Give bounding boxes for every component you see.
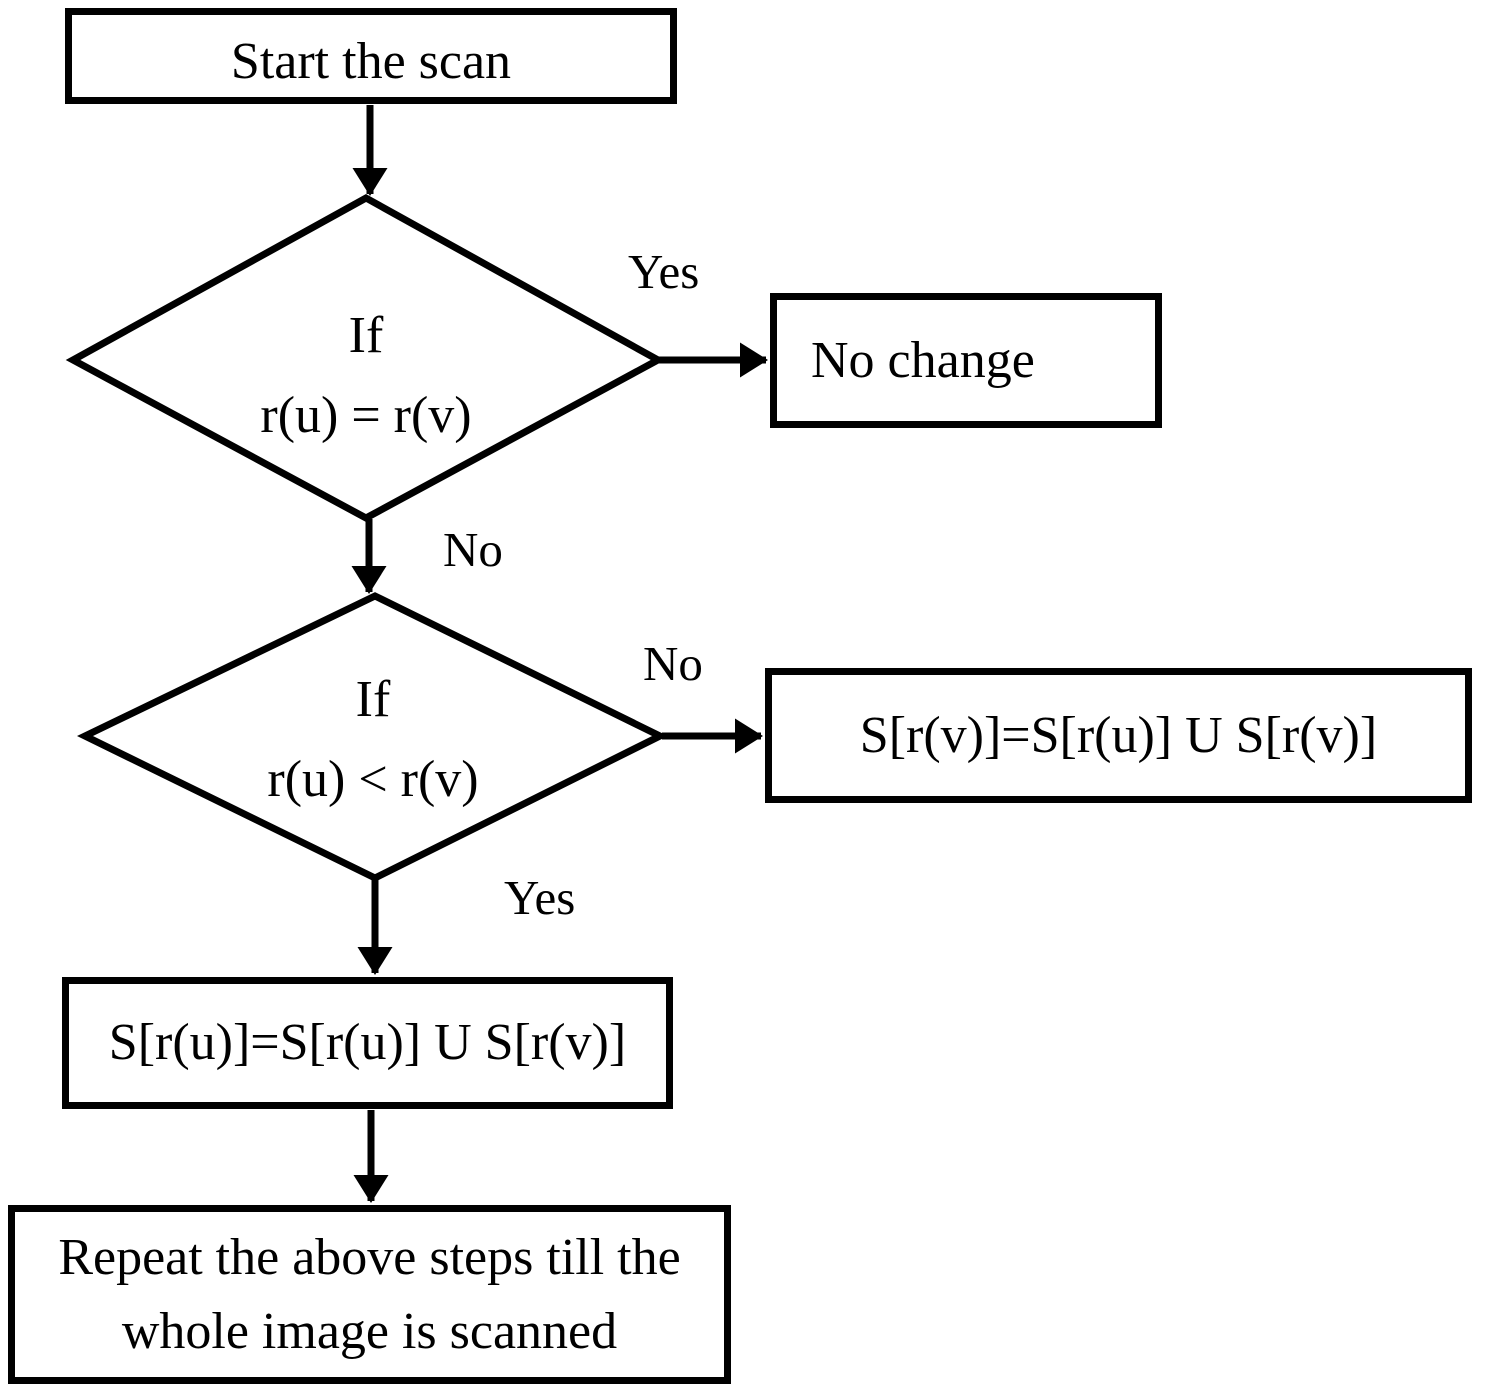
repeat-node: Repeat the above steps till the whole im…: [8, 1205, 731, 1384]
decision1-diamond: [65, 193, 666, 522]
no-change-node: No change: [770, 293, 1162, 428]
no-change-node-label: No change: [811, 331, 1035, 389]
decision1-no-label: No: [443, 522, 503, 577]
merge-u-node-label: S[r(u)]=S[r(u)] U S[r(v)]: [108, 1014, 627, 1072]
repeat-node-label: Repeat the above steps till the whole im…: [58, 1221, 680, 1369]
decision1-yes-label: Yes: [628, 244, 700, 299]
merge-v-node-label: S[r(v)]=S[r(u)] U S[r(v)]: [859, 706, 1378, 764]
merge-u-node: S[r(u)]=S[r(u)] U S[r(v)]: [62, 977, 673, 1109]
decision2-diamond: [76, 592, 668, 882]
decision2-no-label: No: [643, 636, 703, 691]
repeat-node-line2: whole image is scanned: [121, 1302, 618, 1360]
repeat-node-line1: Repeat the above steps till the: [58, 1228, 681, 1286]
merge-v-node: S[r(v)]=S[r(u)] U S[r(v)]: [765, 668, 1472, 803]
start-node: Start the scan: [65, 8, 677, 104]
start-node-label: Start the scan: [230, 33, 512, 91]
decision2-yes-label: Yes: [504, 870, 576, 925]
